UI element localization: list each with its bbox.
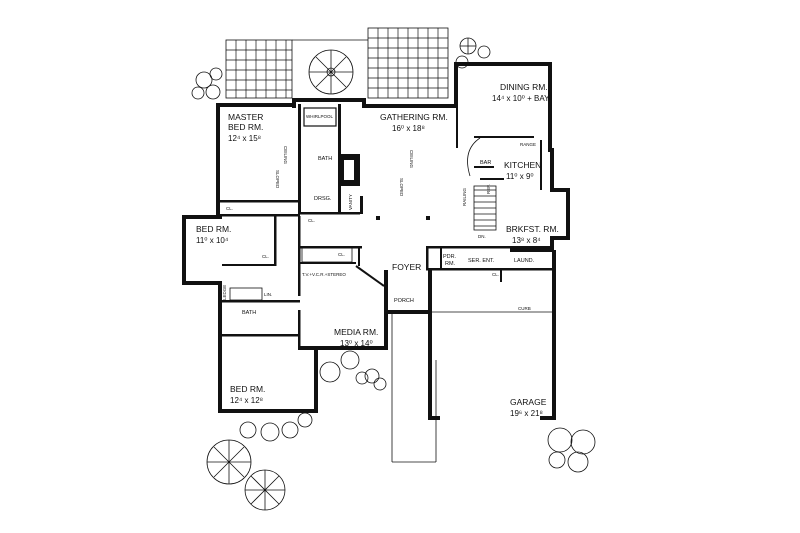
service-entry-label: SER. ENT.: [468, 258, 495, 264]
porch-label: PORCH: [394, 298, 414, 304]
garage-dim: 19⁶ x 21⁸: [510, 409, 543, 418]
tv-label: T.V.+V.C.R.+STEREO: [302, 272, 346, 277]
kitchen-dim: 11⁰ x 9⁰: [506, 172, 534, 181]
powder-room-label-2: RM.: [445, 261, 456, 267]
shrubs-left-top: [191, 67, 223, 100]
patio-left: [225, 39, 293, 99]
fireplace: [340, 154, 360, 186]
bar-label: BAR: [480, 160, 491, 166]
master-bed-dim: 12⁴ x 15⁸: [228, 134, 261, 143]
columns: [376, 216, 430, 220]
master-sloped-note: SLOPED: [275, 170, 280, 189]
closet-label-4: CL.: [338, 252, 345, 257]
closet-label-3: CL.: [262, 254, 269, 259]
media-room-label: MEDIA RM.: [334, 327, 378, 337]
stair: [467, 137, 497, 231]
dining-room-dim: 14⁴ x 10⁰ + BAY: [492, 94, 550, 103]
tv-cabinet: [301, 247, 353, 263]
laundry-label: LAUND.: [514, 258, 535, 264]
dressing-label: DRSG.: [314, 196, 332, 202]
closet-label-5: CL.: [492, 272, 499, 277]
gathering-ceiling-note: CEILING: [409, 150, 414, 169]
gathering-room-dim: 16⁰ x 18⁸: [392, 124, 425, 133]
master-bed-label-2: BED RM.: [228, 122, 263, 132]
bed2-dim: 11⁰ x 10⁴: [196, 236, 229, 245]
walkway: [391, 312, 437, 463]
vanity-label: VANITY: [348, 194, 353, 210]
master-bed-label-1: MASTER: [228, 112, 263, 122]
trees-bottom-left: [206, 412, 313, 511]
foyer-label: FOYER: [392, 262, 421, 272]
media-corner: [355, 265, 385, 287]
dining-room-label: DINING RM.: [500, 82, 548, 92]
exterior-walls: [182, 62, 570, 420]
interior-walls: [220, 104, 552, 350]
bed2-label: BED RM.: [196, 224, 231, 234]
bath2-tub: [229, 287, 263, 301]
whirlpool-tub: [303, 107, 337, 127]
railing-label: RAILING: [462, 187, 467, 206]
master-bath-label: BATH: [318, 156, 332, 162]
garage-label: GARAGE: [510, 397, 547, 407]
gathering-sloped-note: SLOPED: [399, 178, 404, 197]
closet-label-1: CL.: [226, 206, 233, 211]
bed3-dim: 12⁴ x 12⁸: [230, 396, 263, 405]
closet-label-2: CL.: [308, 218, 315, 223]
shrubs-garage: [547, 427, 596, 473]
shrubs-media: [319, 350, 387, 391]
brkfst-room-label: BRKFST. RM.: [506, 224, 559, 234]
ledge-label: LEDGE: [222, 285, 227, 300]
whirlpool-label: WHIRLPOOL: [306, 114, 334, 119]
brkfst-room-dim: 13⁸ x 8⁴: [512, 236, 541, 245]
media-room-dim: 13⁰ x 14⁰: [340, 339, 373, 348]
ref-label: REF.: [486, 184, 491, 194]
powder-room-label-1: PDR.: [443, 254, 457, 260]
range-label: RANGE: [520, 142, 536, 147]
stair-down-label: DN.: [478, 234, 486, 239]
gathering-room-label: GATHERING RM.: [380, 112, 448, 122]
kitchen-label: KITCHEN: [504, 160, 541, 170]
master-ceiling-note: CEILING: [283, 146, 288, 165]
linen-label: LIN.: [264, 292, 272, 297]
bed3-label: BED RM.: [230, 384, 265, 394]
patio-right: [367, 27, 449, 99]
curb-label: CURB: [518, 306, 531, 311]
tree-center-top: [308, 49, 354, 95]
bath2-label: BATH: [242, 310, 256, 316]
